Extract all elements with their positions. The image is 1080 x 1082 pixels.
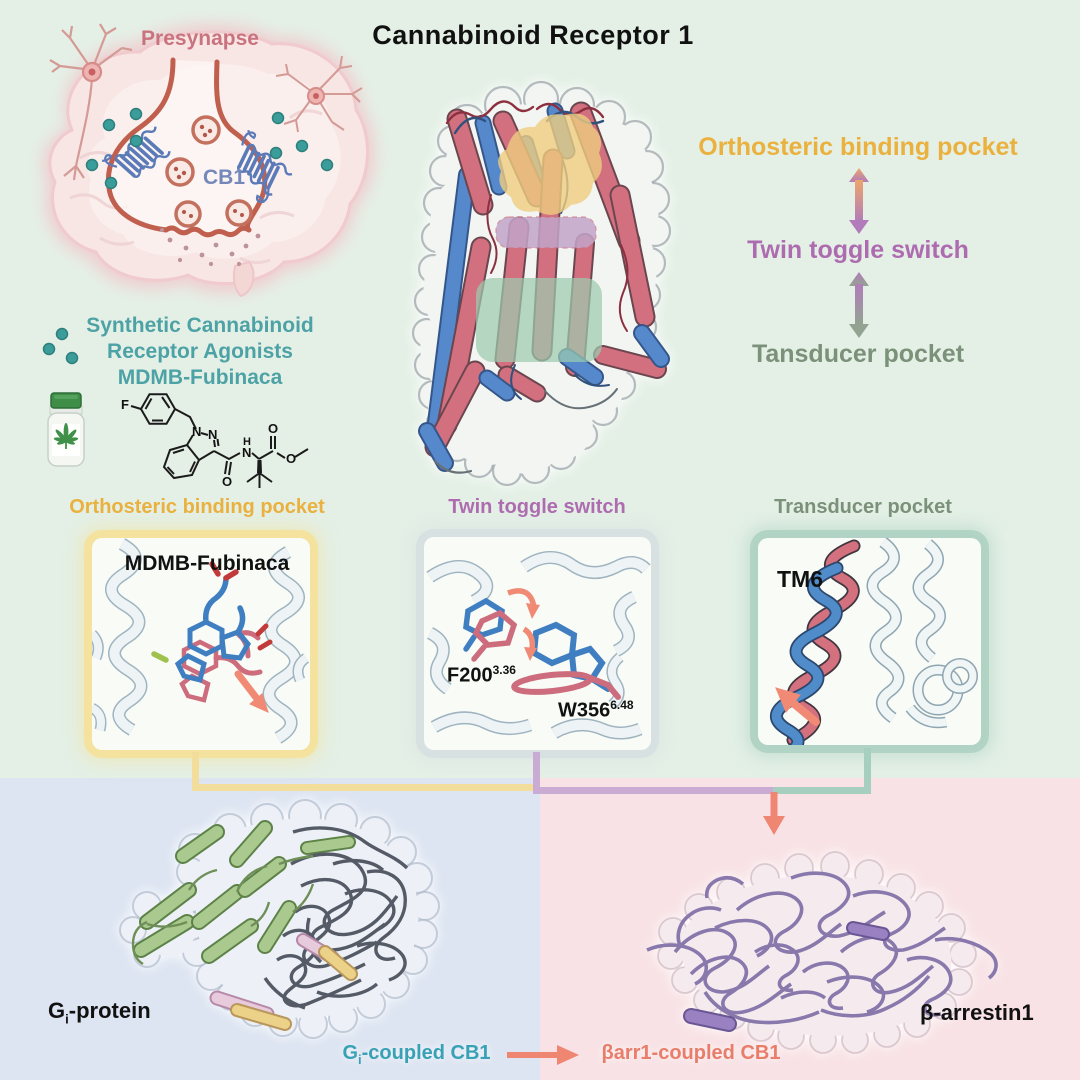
transducer-panel-art [770,538,978,745]
agonist-line2: Receptor Agonists [107,340,293,363]
panel1-ribbons [92,538,310,744]
gi-coupled-label: Gi-coupled CB1 [342,1042,491,1067]
residue-f200-label: F2003.36 [447,663,516,687]
cascade-transducer-label: Tansducer pocket [751,340,965,368]
tm6-motion-arrow [775,687,820,726]
agonist-text: Synthetic Cannabinoid Receptor Agonists … [75,313,325,391]
connector-teal-horizontal [773,787,871,794]
tm6-annotation: TM6 [777,566,823,592]
f200-ring-pink [471,609,518,662]
atom-n1: N [192,424,201,439]
agonist-dots [42,327,79,365]
atom-ester-o-double: O [268,421,278,436]
gi-protein-structure [119,799,440,1039]
ligand-fluorine-tip [151,651,169,663]
atom-carbonyl-o: O [222,474,232,489]
ligand-oxygen-tips-blue [209,561,239,581]
cascade-arrow-top [849,168,869,234]
helices-blue-front [418,324,670,472]
gi-loops [131,854,315,966]
connector-purple-vertical [533,752,540,791]
agonist-line3: MDMB-Fubinaca [117,366,283,389]
toggle-rotation-arrows [507,588,540,661]
gi-protein-label: Gi-protein [48,998,151,1027]
pill-bottle-icon [47,392,85,467]
cascade-orthosteric-label: Orthosteric binding pocket [698,133,1018,161]
arrestin-structure [646,851,998,1054]
pathway-arrow [507,1045,579,1065]
barr-coupled-label: βarr1-coupled CB1 [601,1042,781,1064]
panel-orthosteric [92,538,310,750]
orthosteric-panel-art [92,538,310,744]
atom-fluorine: F [121,397,129,412]
agonist-line1: Synthetic Cannabinoid [86,314,314,337]
arrestin-label: β-arrestin1 [920,1000,1034,1025]
panel-toggle [424,537,651,750]
cb1-receptor-right [237,130,293,204]
panel-transducer-title: Transducer pocket [774,496,952,518]
neuron-left [49,23,133,181]
w356-ring-pink [511,671,621,700]
converge-arrow-down [763,792,785,835]
arrestin-helices [683,921,890,1032]
chemical-bonds [130,393,309,488]
released-dots [159,227,261,267]
panel-orthosteric-title: Orthosteric binding pocket [69,496,325,518]
shift-arrow [234,670,269,713]
connector-purple-horizontal [533,787,773,794]
panel-toggle-title: Twin toggle switch [448,496,626,518]
toggle-highlight [495,216,597,249]
toggle-panel-art [426,551,651,740]
atom-ester-o-single: O [286,451,296,466]
synaptic-vesicles [165,115,253,228]
cannabis-leaf [53,423,79,449]
brain-presynapse-illustration [42,23,375,298]
atom-amide-n: N [242,445,251,460]
connector-yellow-vertical [192,752,199,790]
cascade-arrow-bottom [849,272,869,338]
neuron-right [275,55,363,133]
chemical-atom-labels: F N N N H O O O [121,397,296,489]
residue-w356-label: W3566.48 [558,698,634,722]
agonist-dots-icon [42,327,79,365]
cb1-receptor-left [101,126,171,178]
figure-title: Cannabinoid Receptor 1 [372,20,694,50]
cascade-toggle-label: Twin toggle switch [747,236,969,264]
gi-gamma-helices [209,933,358,1031]
panel-transducer [758,538,981,745]
ligand-sticks-blue [174,575,252,684]
panel3-ribbons [866,538,978,729]
brain-stem [232,260,255,298]
orthosteric-highlight [498,113,602,215]
atom-amide-h: H [243,436,251,448]
connector-teal-vertical [864,748,871,794]
mdmb-annotation: MDMB-Fubinaca [124,552,290,575]
agonist-dots-brain [85,107,334,190]
mdmb-chemical-structure: F N N N H O O O [121,393,309,489]
connector-yellow-horizontal [192,784,537,791]
presynapse-label: Presynapse [141,27,259,50]
transducer-highlight [476,278,602,362]
ligand-oxygen-tips-pink [255,623,273,651]
vesicle-contents [173,124,244,218]
atom-n2: N [208,427,217,442]
gi-alpha-helices [133,820,356,964]
receptor-structure [411,80,672,487]
f200-ring-blue [463,597,505,652]
cb1-label: CB1 [203,166,246,189]
